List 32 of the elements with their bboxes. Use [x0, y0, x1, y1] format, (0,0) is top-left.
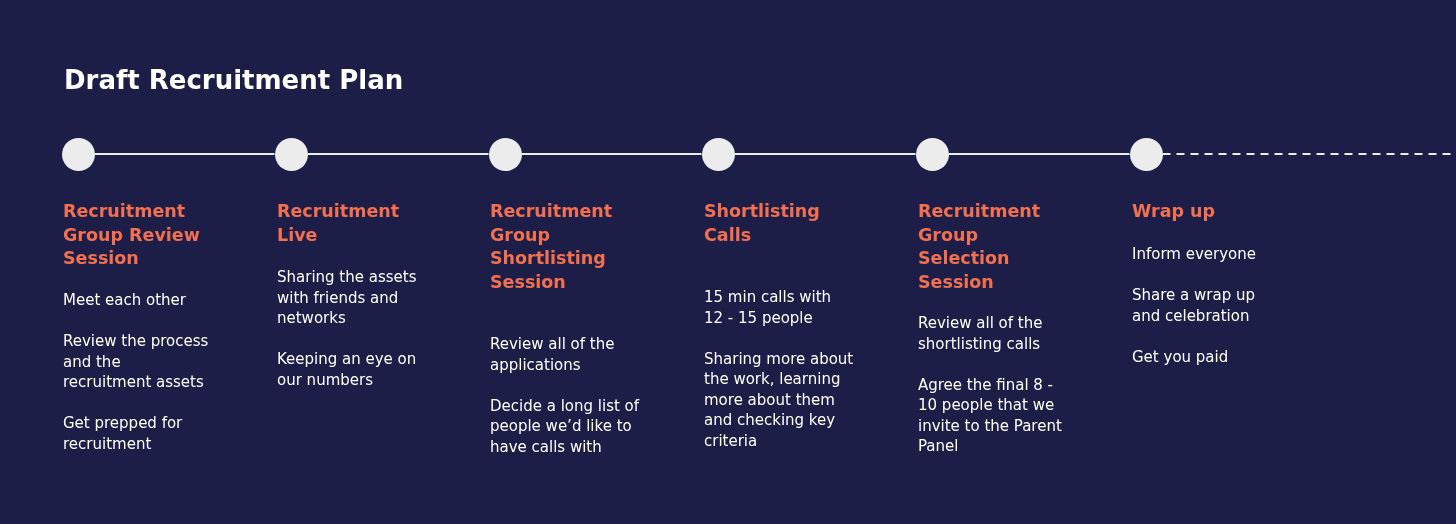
stage-task-text: 15 min calls with 12 - 15 people: [704, 287, 833, 328]
stage-heading: Shortlisting Calls: [704, 200, 821, 247]
milestone-circle: [488, 137, 522, 171]
stage-heading: Recruitment Group Selection Session: [918, 200, 1042, 294]
stage-task-text: Sharing the assets with friends and networks: [277, 267, 418, 329]
stage-task-text: Review all of the applications: [490, 334, 616, 375]
stage-task-text: Review all of the shortlisting calls: [918, 313, 1044, 354]
milestone-circle: [274, 137, 308, 171]
milestone-circle: [61, 137, 95, 171]
milestone-circle: [701, 137, 735, 171]
timeline-line: [93, 153, 276, 155]
stage-task-text: Get you paid: [1132, 346, 1230, 367]
timeline-line: [733, 153, 917, 155]
page-title: Draft Recruitment Plan: [64, 64, 404, 96]
timeline-line: [520, 153, 703, 155]
stage-heading: Recruitment Group Shortlisting Session: [490, 200, 614, 294]
stage-task-text: Get prepped for recruitment: [63, 413, 184, 454]
timeline-line: [947, 153, 1131, 155]
milestone-circle: [915, 137, 949, 171]
stage-heading: Recruitment Live: [277, 200, 401, 247]
stage-task-text: Meet each other: [63, 290, 187, 311]
stage-task-text: Decide a long list of people we’d like to have calls with: [490, 395, 640, 457]
stage-task-text: Review the process and the recruitment assets: [63, 331, 210, 393]
stage-heading: Recruitment Group Review Session: [63, 200, 201, 270]
stage-task-text: Inform everyone: [1132, 244, 1257, 265]
stage-task-text: Sharing more about the work, learning more about them and checking key criteria: [704, 348, 854, 451]
stage-task-text: Share a wrap up and celebration: [1132, 285, 1256, 326]
stage-task-text: Keeping an eye on our numbers: [277, 349, 418, 390]
milestone-circle: [1129, 137, 1163, 171]
timeline-line: [306, 153, 490, 155]
stage-heading: Wrap up: [1132, 200, 1217, 223]
stage-task-text: Agree the final 8 - 10 people that we invite to the Parent Panel: [918, 374, 1063, 457]
